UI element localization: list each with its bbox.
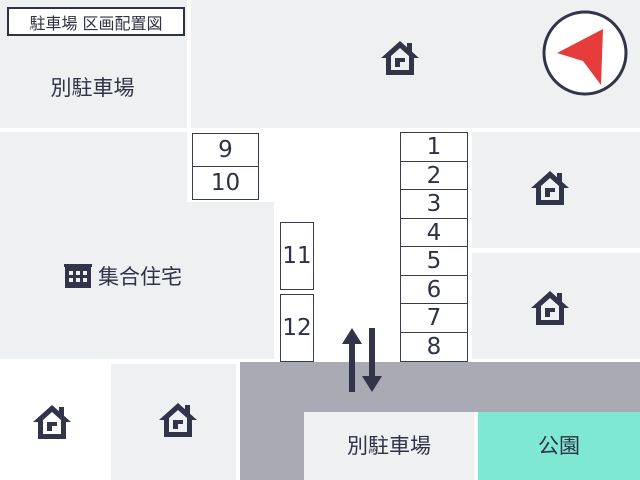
building-icon — [64, 264, 92, 288]
parking-lot-top-left-label: 別駐車場 — [50, 76, 135, 100]
map-title: 駐車場 区画配置図 — [7, 7, 185, 36]
parking-slot-6-cell[interactable]: 6 — [400, 274, 468, 305]
house-icon — [381, 41, 419, 75]
road-vertical — [240, 362, 304, 480]
parking-slot-10[interactable]: 10 — [192, 166, 259, 200]
parking-slot-4-cell[interactable]: 4 — [400, 217, 468, 248]
parking-slot-3-cell[interactable]: 3 — [400, 189, 468, 219]
two-way-arrow-icon — [342, 328, 382, 392]
apartment-label: 集合住宅 — [98, 265, 182, 289]
compass-north-arrow-icon — [542, 10, 628, 96]
parking-slot-7-cell[interactable]: 7 — [400, 303, 468, 333]
parking-slot-12[interactable]: 12 — [280, 294, 314, 362]
apartment-label-group: 集合住宅 — [64, 260, 182, 292]
parking-lot-bottom — [304, 412, 474, 480]
parking-slot-1-cell[interactable]: 1 — [400, 132, 468, 162]
house-icon — [33, 405, 71, 439]
park-area — [478, 412, 640, 480]
park-label: 公園 — [538, 434, 580, 458]
parking-lot-bottom-label: 別駐車場 — [347, 434, 431, 458]
parking-slot-8-cell[interactable]: 8 — [400, 331, 468, 362]
house-icon — [531, 171, 569, 205]
parking-slot-9[interactable]: 9 — [192, 133, 259, 167]
road — [240, 362, 640, 412]
parking-slot-11[interactable]: 11 — [280, 222, 314, 290]
house-icon — [159, 403, 197, 437]
parking-slot-5-cell[interactable]: 5 — [400, 246, 468, 276]
house-icon — [531, 291, 569, 325]
parking-slot-2-cell[interactable]: 2 — [400, 160, 468, 191]
